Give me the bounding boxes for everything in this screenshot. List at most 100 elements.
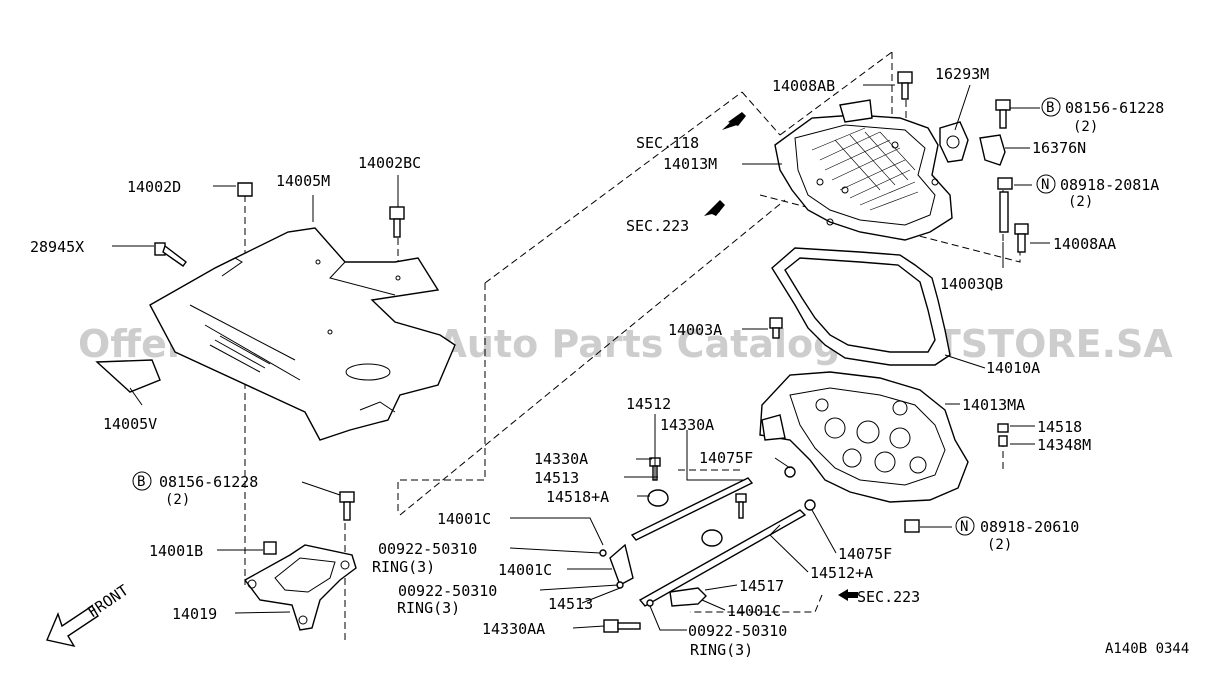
label-14001B: 14001B (149, 542, 203, 560)
dashed-boundary-top (741, 91, 781, 136)
label-14517: 14517 (739, 577, 784, 595)
label-14330A-left: 14330A (534, 450, 588, 468)
lower-oil-pan-14013MA (759, 371, 969, 503)
label-14003A: 14003A (668, 321, 722, 339)
label-14005V: 14005V (103, 415, 157, 433)
label-28945X: 28945X (30, 238, 84, 256)
bolt-14008AB (897, 71, 913, 100)
ring-c (646, 599, 654, 607)
gasket-14010A (771, 247, 951, 366)
nut-08918-bottom (904, 519, 920, 533)
label-14019: 14019 (172, 605, 217, 623)
seal-14075F-top (784, 466, 796, 478)
label-08918-bottom-qty: (2) (987, 537, 1012, 553)
nut-symbol-top (1036, 174, 1056, 194)
label-14075F-top: 14075F (699, 449, 753, 467)
front-arrow-icon (46, 605, 99, 648)
label-00922-a: 00922-50310 (378, 540, 477, 558)
label-08918-top: 08918-2081A (1060, 176, 1159, 194)
label-14518: 14518 (1037, 418, 1082, 436)
dashed-sec223-line (690, 594, 823, 613)
bolt-08156-top (995, 99, 1011, 129)
bolt-14330A-mid (735, 493, 747, 519)
label-14512A: 14512+A (810, 564, 873, 582)
upper-oil-pan-14013M (774, 99, 953, 241)
label-08156-bottom-qty: (2) (165, 492, 190, 508)
label-14005M: 14005M (276, 172, 330, 190)
label-08156-top-qty: (2) (1073, 119, 1098, 135)
label-14001C-mid: 14001C (498, 561, 552, 579)
bolt-symbol-bottom (132, 471, 152, 491)
label-ring-a: RING(3) (372, 558, 435, 576)
label-14008AB: 14008AB (772, 77, 835, 95)
label-14013MA: 14013MA (962, 396, 1025, 414)
label-08156-top: 08156-61228 (1065, 99, 1164, 117)
bracket-14513 (609, 543, 634, 586)
label-14518A: 14518+A (546, 488, 609, 506)
label-14330A-mid: 14330A (660, 416, 714, 434)
leader-lines (112, 84, 1050, 631)
label-14075F-bottom: 14075F (838, 545, 892, 563)
gauge-tube-14512A (638, 509, 807, 607)
dashed-boundary-diag (484, 91, 743, 284)
label-14003QB: 14003QB (940, 275, 1003, 293)
label-00922-b: 00922-50310 (398, 582, 497, 600)
bolt-14008AA (1014, 223, 1029, 253)
label-sec223-bottom: SEC.223 (857, 588, 920, 606)
part-labels: 14008AB 16293M 08156-61228 (2) SEC.118 1… (30, 65, 1189, 659)
label-14348M: 14348M (1037, 436, 1091, 454)
drain-plug-14518 (997, 423, 1009, 447)
bolt-symbol-top (1041, 97, 1061, 117)
label-14513-bottom: 14513 (548, 595, 593, 613)
gasket-16293M (939, 121, 969, 163)
nut-symbol-top-letter: N (1041, 177, 1049, 193)
bolt-14003A (769, 317, 783, 339)
label-08156-bottom: 08156-61228 (159, 473, 258, 491)
label-sec118: SEC.118 (636, 134, 699, 152)
sec118-arrow-icon (722, 112, 746, 130)
label-14013M: 14013M (663, 155, 717, 173)
oil-pan-cover-14005M (149, 227, 456, 441)
nut-symbol-bottom-letter: N (960, 519, 968, 535)
bracket-14019 (243, 491, 357, 631)
label-14512: 14512 (626, 395, 671, 413)
label-ring-c: RING(3) (690, 641, 753, 659)
gauge-tube-14512 (630, 477, 754, 541)
label-14002D: 14002D (127, 178, 181, 196)
front-label: FRONT (84, 581, 132, 621)
clip-14518A-lower (701, 529, 723, 547)
diagram-code: A140B 0344 (1105, 641, 1189, 657)
bolt-symbol-bottom-letter: B (137, 474, 145, 490)
label-14001C-top: 14001C (437, 510, 491, 528)
label-14008AA: 14008AA (1053, 235, 1116, 253)
label-08918-bottom: 08918-20610 (980, 518, 1079, 536)
bracket-14005V (95, 359, 161, 393)
sec223-top-arrow-icon (704, 200, 725, 216)
stud-14002D (237, 182, 253, 197)
label-14010A: 14010A (986, 359, 1040, 377)
ring-a (599, 549, 607, 557)
bracket-16376N (979, 134, 1006, 166)
label-16376N: 16376N (1032, 139, 1086, 157)
bolt-symbol-top-letter: B (1046, 100, 1054, 116)
label-14513-top: 14513 (534, 469, 579, 487)
label-08918-top-qty: (2) (1068, 194, 1093, 210)
bolt-14330AA (603, 619, 641, 633)
label-16293M: 16293M (935, 65, 989, 83)
sec223-bottom-arrow-icon (838, 589, 858, 601)
label-14002BC: 14002BC (358, 154, 421, 172)
seal-14075F-bottom (804, 499, 816, 511)
dashed-boundary-upper (779, 51, 893, 136)
label-sec223-top: SEC.223 (626, 217, 689, 235)
bolt-14002BC (389, 206, 405, 238)
clip-14518A (647, 489, 669, 507)
label-00922-c: 00922-50310 (688, 622, 787, 640)
gauge-14517 (669, 587, 707, 607)
nut-symbol-bottom (955, 516, 975, 536)
label-ring-b: RING(3) (397, 599, 460, 617)
dashed-boundary-mid (399, 199, 786, 516)
bolt-28945X (154, 242, 187, 267)
nut-08918-top (997, 177, 1013, 233)
